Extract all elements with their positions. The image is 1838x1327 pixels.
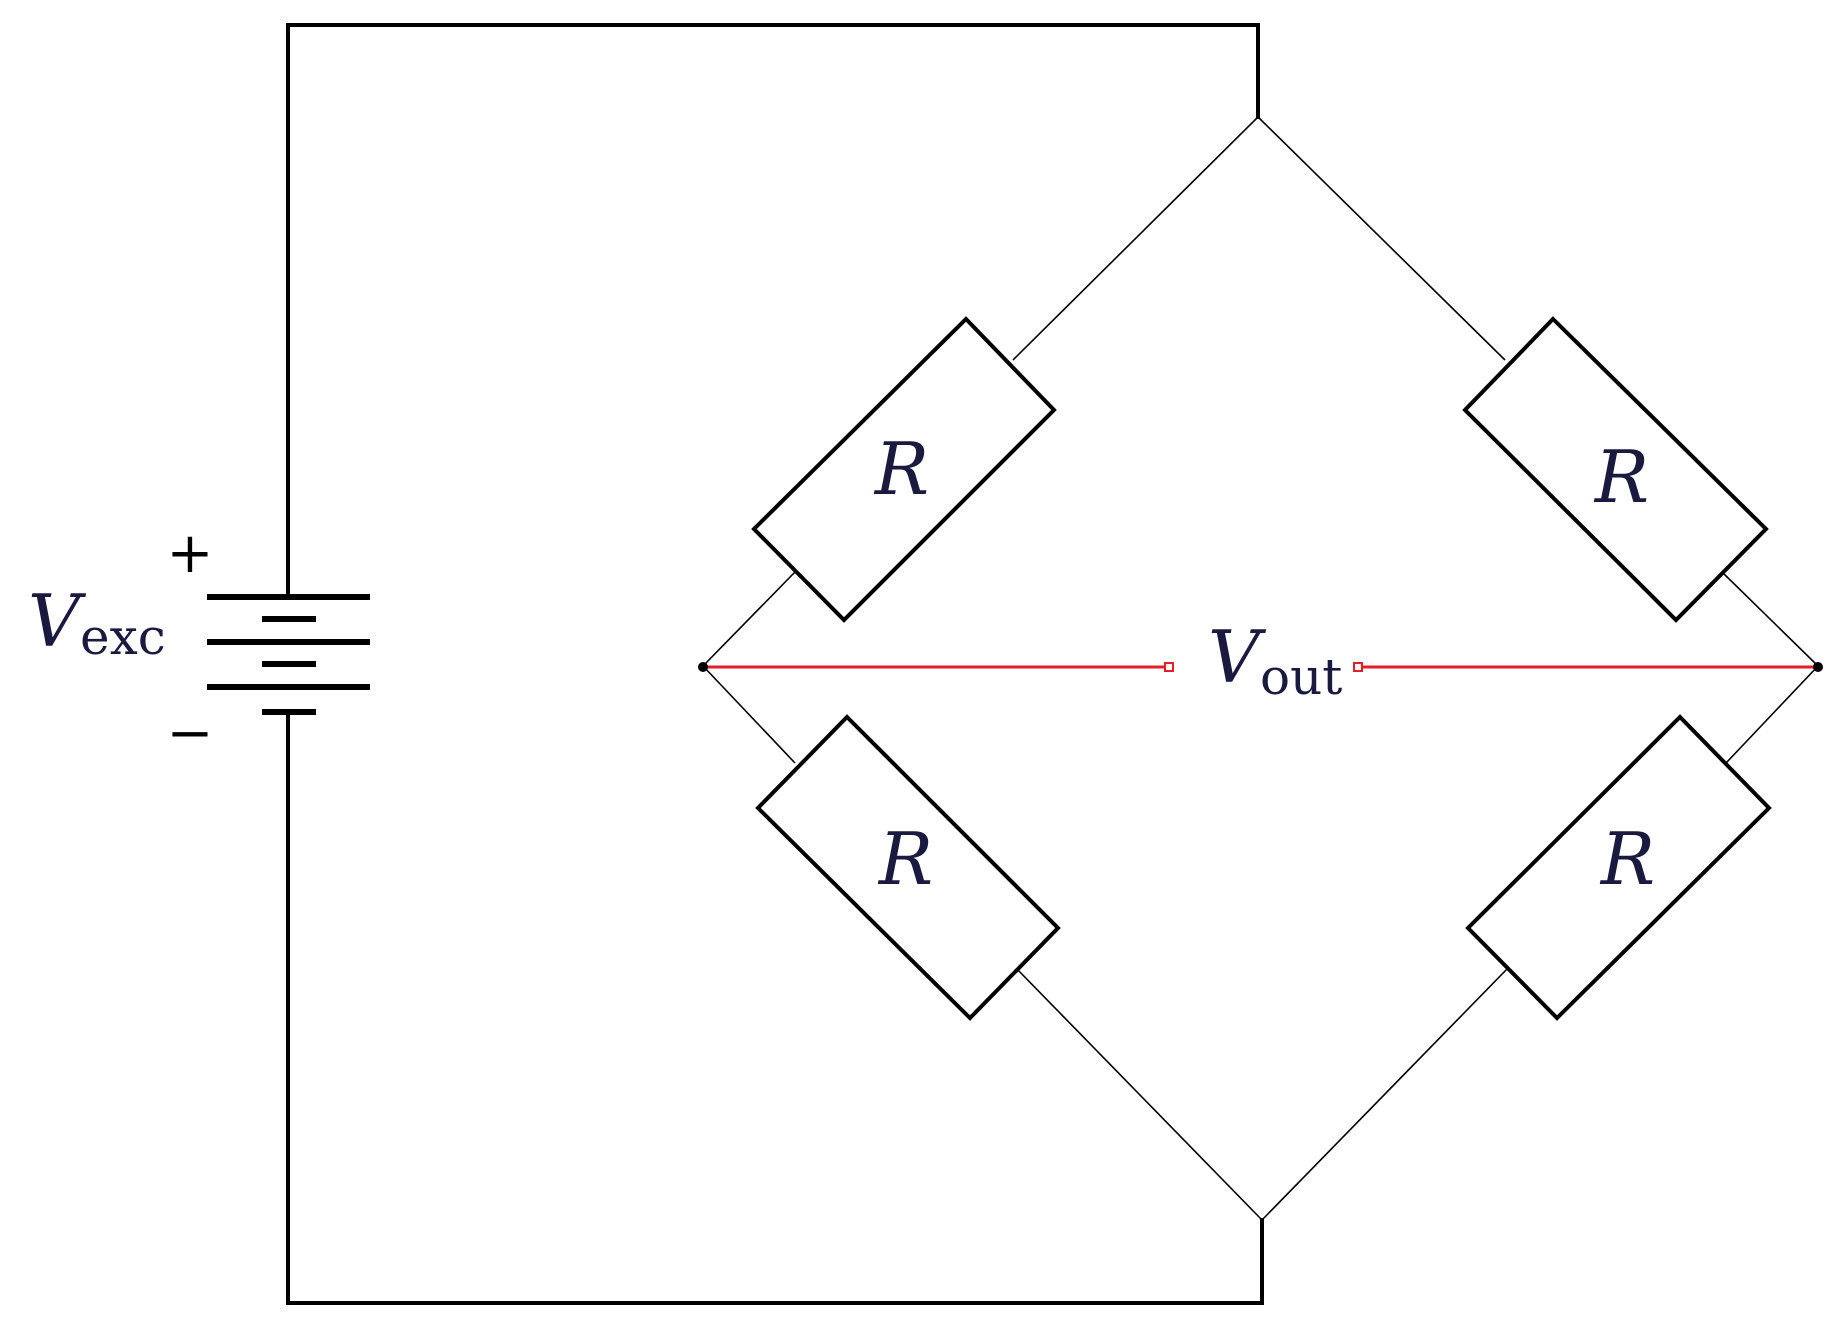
- resistor-top-left: R: [751, 316, 1057, 623]
- plus-sign: +: [167, 521, 214, 586]
- output-terminal-left: [1164, 662, 1174, 672]
- resistor-top-right: R: [1462, 316, 1769, 623]
- wire-left-to-r3: [702, 665, 796, 764]
- output-label-main: V: [1208, 615, 1267, 699]
- wire-r2-to-right: [1721, 571, 1819, 667]
- resistor-label: R: [873, 427, 929, 511]
- resistor-label: R: [877, 817, 933, 901]
- excitation-voltage-label: Vexc: [28, 579, 166, 666]
- resistor-body: [751, 316, 1057, 623]
- output-measurement: [698, 662, 1823, 672]
- supply-wiring: [286, 23, 1264, 1305]
- minus-sign: −: [167, 701, 214, 766]
- resistor-body: [755, 714, 1061, 1021]
- node-right: [1813, 662, 1823, 672]
- output-label-sub: out: [1260, 648, 1342, 706]
- excitation-label-main: V: [28, 579, 87, 663]
- resistor-body: [1465, 714, 1772, 1021]
- wire-r3-to-bottom: [1015, 967, 1263, 1221]
- excitation-label-sub: exc: [80, 608, 166, 666]
- wire-r4-to-bottom: [1261, 967, 1509, 1221]
- output-voltage-label: Vout: [1208, 615, 1342, 706]
- node-left: [698, 662, 708, 672]
- bridge-wiring: [702, 116, 1819, 1221]
- resistor-body: [1462, 316, 1769, 623]
- wire-right-to-r4: [1725, 665, 1819, 764]
- supply-wire-bottom: [286, 710, 1264, 1305]
- wire-r1-to-left: [702, 571, 796, 667]
- wire-top-to-r1: [1012, 116, 1259, 361]
- resistor-label: R: [1593, 435, 1649, 519]
- output-terminal-right: [1353, 662, 1363, 672]
- resistor-bottom-right: R: [1465, 714, 1772, 1021]
- wire-top-to-r2: [1257, 116, 1506, 361]
- resistor-label: R: [1599, 817, 1655, 901]
- resistor-bottom-left: R: [755, 714, 1061, 1021]
- supply-wire-top: [286, 23, 1260, 596]
- battery-symbol: [207, 594, 370, 715]
